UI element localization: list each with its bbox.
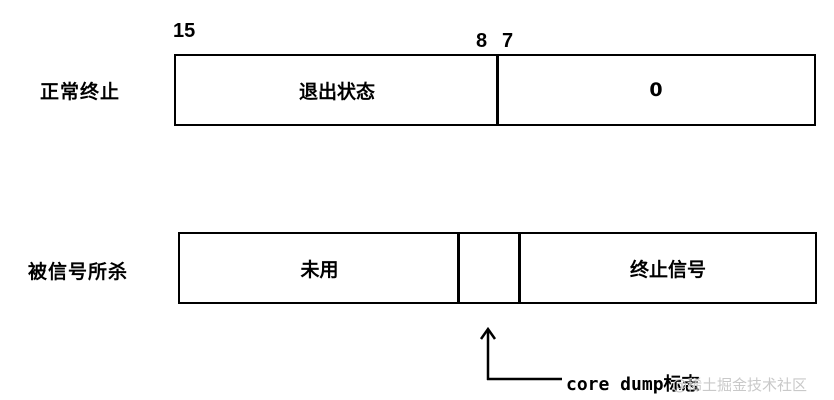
unused-cell: 未用 bbox=[300, 258, 339, 281]
bit-label-15: 15 bbox=[173, 20, 196, 42]
core-dump-arrow bbox=[479, 326, 562, 381]
bit-label-8: 8 bbox=[476, 30, 488, 52]
exit-status-cell: 退出状态 bbox=[298, 80, 375, 103]
row-label-killed-by-signal: 被信号所杀 bbox=[28, 261, 129, 283]
bit-divider bbox=[457, 234, 460, 302]
row-label-normal-exit: 正常终止 bbox=[40, 81, 121, 103]
core-dump-bit-cell bbox=[460, 234, 519, 302]
bit-label-7: 7 bbox=[502, 30, 514, 52]
bit-divider bbox=[518, 234, 521, 302]
termination-signal-cell: 终止信号 bbox=[629, 258, 706, 281]
bit-divider bbox=[496, 56, 499, 124]
zero-cell: 0 bbox=[649, 79, 663, 101]
core-dump-flag-label: core dump标志 bbox=[566, 374, 700, 395]
watermark-text: @稀土掘金技术社区 bbox=[672, 376, 808, 394]
signal-kill-register: 未用 终止信号 bbox=[178, 232, 817, 304]
normal-exit-register: 退出状态 0 bbox=[174, 54, 816, 126]
